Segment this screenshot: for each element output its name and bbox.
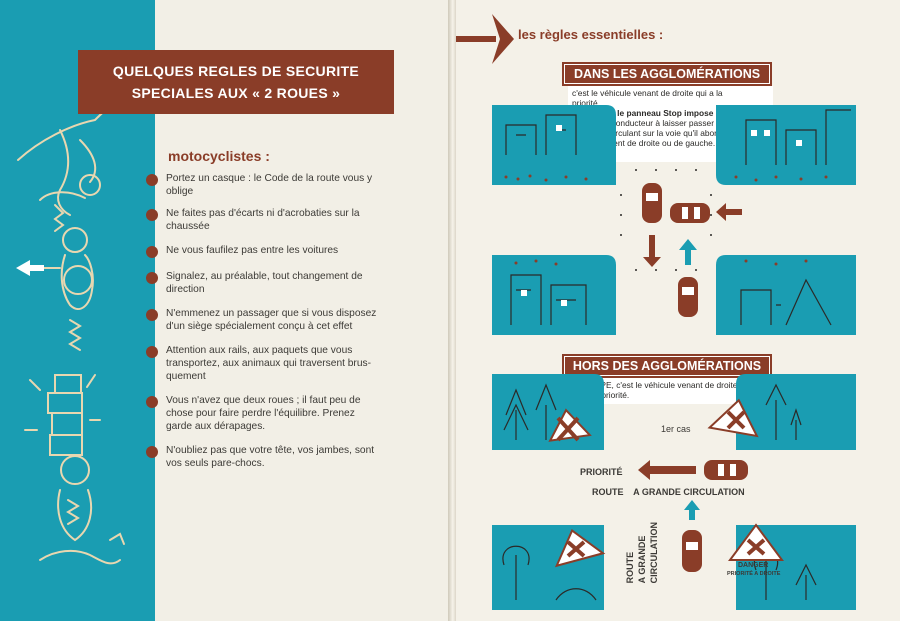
list-item: Signalez, au préalable, tout changement …	[146, 270, 408, 296]
list-item: Ne faites pas d'écarts ni d'acrobaties s…	[146, 207, 408, 233]
bullet-dot-icon	[146, 346, 158, 358]
section-title-rural: HORS DES AGGLOMÉRATIONS	[562, 354, 772, 378]
section-title-urban: DANS LES AGGLOMÉRATIONS	[562, 62, 772, 86]
bullet-dot-icon	[146, 209, 158, 221]
priority-label: PRIORITÉ	[580, 467, 623, 477]
case-label: 1er cas	[661, 424, 691, 434]
chevron-arrow-icon	[456, 14, 514, 64]
page-fold	[448, 0, 456, 621]
title-line-1: QUELQUES REGLES DE SECURITE	[112, 63, 360, 79]
list-item: Portez un casque : le Code de la route v…	[146, 172, 408, 198]
list-item: N'emmenez un passager que si vous dispos…	[146, 307, 408, 333]
list-item: Ne vous faufilez pas entre les voitures	[146, 244, 408, 258]
bullet-dot-icon	[146, 174, 158, 186]
rural-crossing-diagram	[492, 374, 856, 610]
list-item: Vous n'avez que deux roues ; il faut peu…	[146, 394, 408, 433]
page-title-box: QUELQUES REGLES DE SECURITE SPECIALES AU…	[78, 50, 394, 114]
right-page: les règles essentielles : DANS LES AGGLO…	[456, 0, 900, 621]
title-line-2: SPECIALES AUX « 2 ROUES »	[131, 85, 341, 101]
sign-danger-label: DANGER	[738, 562, 769, 569]
bullet-dot-icon	[146, 272, 158, 284]
bullet-dot-icon	[146, 309, 158, 321]
subtitle-motocyclistes: motocyclistes :	[168, 148, 270, 164]
safety-rules-list: Portez un casque : le Code de la route v…	[146, 172, 408, 470]
left-page: QUELQUES REGLES DE SECURITE SPECIALES AU…	[0, 0, 452, 621]
bullet-dot-icon	[146, 446, 158, 458]
bullet-dot-icon	[146, 396, 158, 408]
list-item: Attention aux rails, aux paquets que vou…	[146, 344, 408, 383]
essential-rules-heading: les règles essentielles :	[518, 27, 664, 42]
main-road-label: ROUTE A GRANDE CIRCULATION	[592, 487, 745, 497]
vertical-road-label: ROUTE A GRANDE CIRCULATION	[625, 522, 659, 584]
list-item: N'oubliez pas que votre tête, vos jambes…	[146, 444, 408, 470]
urban-intersection-diagram	[492, 105, 856, 335]
bullet-dot-icon	[146, 246, 158, 258]
sign-priority-label: PRIORITÉ A DROITE	[727, 571, 781, 577]
